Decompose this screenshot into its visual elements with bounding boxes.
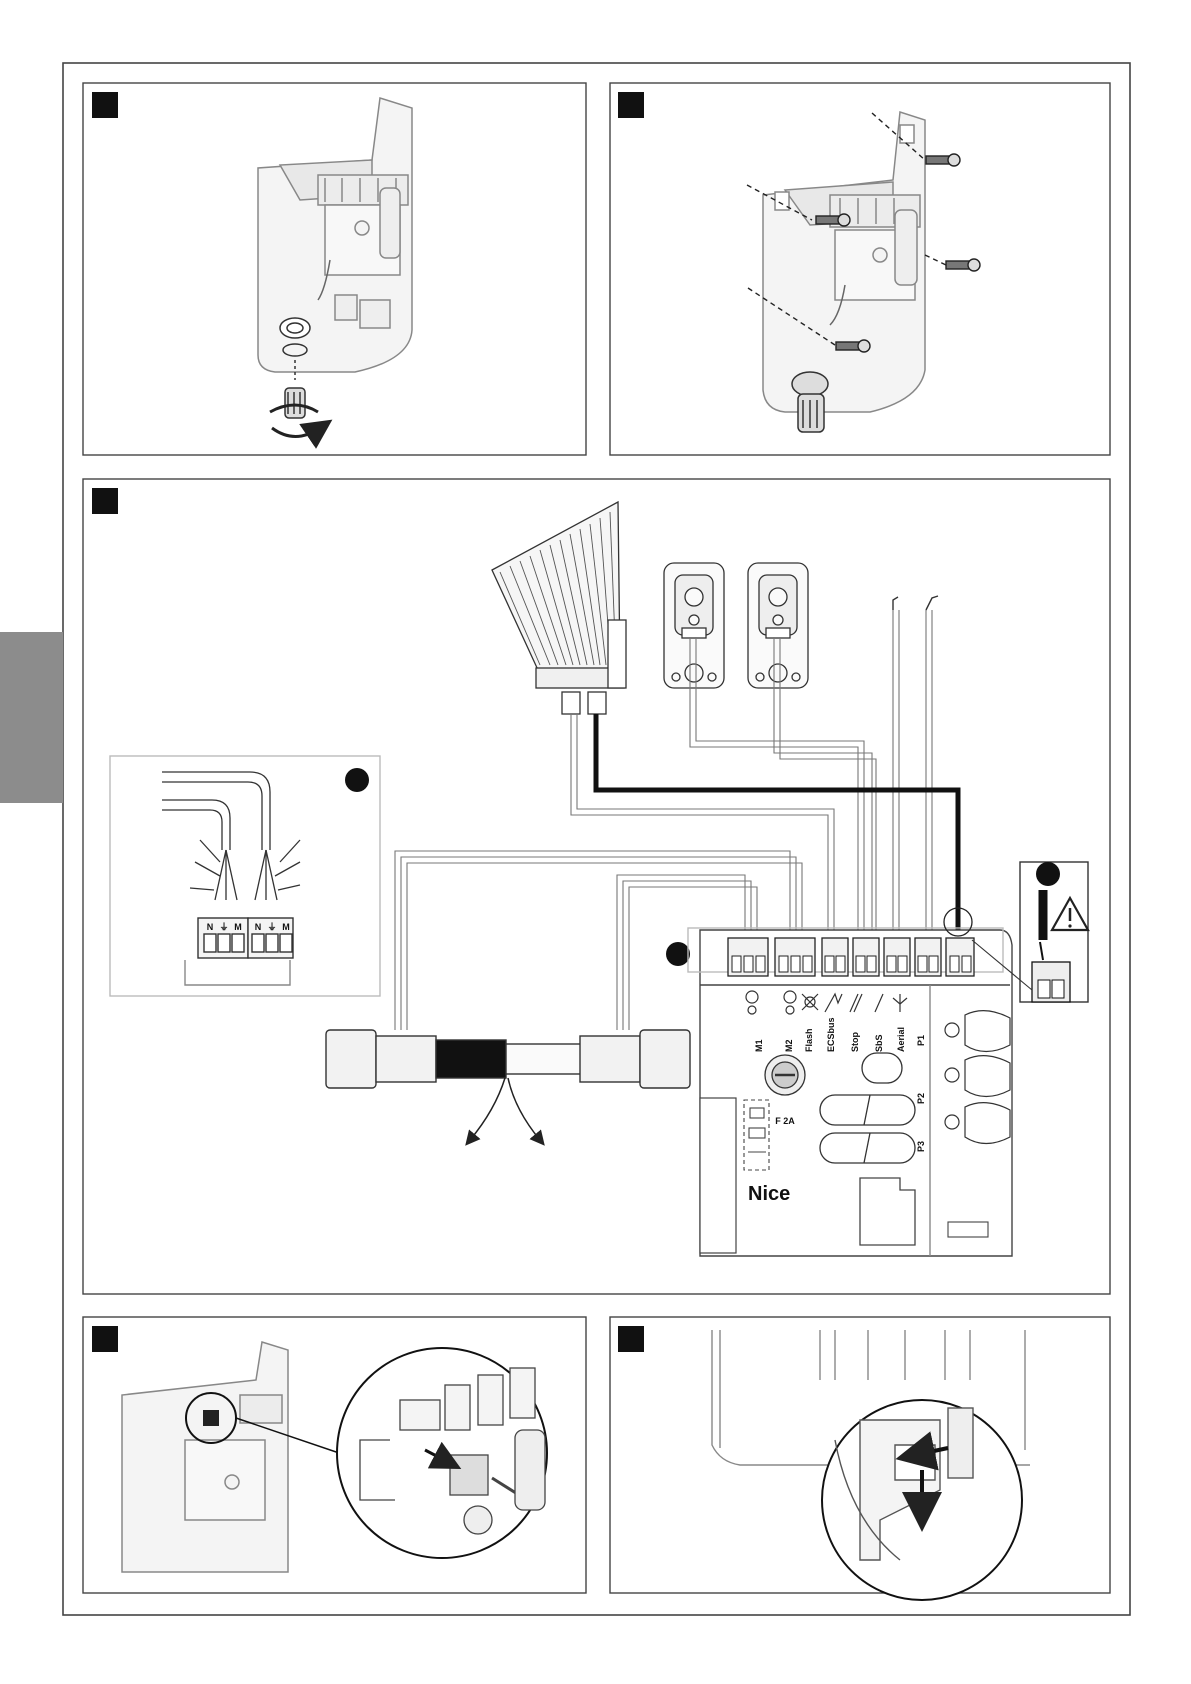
panel-3-marker xyxy=(92,488,118,514)
motor-left xyxy=(326,1030,506,1088)
page-border xyxy=(63,63,1130,1615)
inset-mark: N xyxy=(207,922,214,932)
button-label-p2: P2 xyxy=(916,1093,926,1104)
panel-4-marker xyxy=(92,1326,118,1352)
aerial-coax-cable xyxy=(596,714,958,930)
fuse-label: F 2A xyxy=(775,1116,795,1126)
inset-mark: N xyxy=(255,922,262,932)
terminal-label-sbs: SbS xyxy=(874,1034,884,1052)
side-tab xyxy=(0,632,63,803)
terminal-label-m2: M2 xyxy=(784,1039,794,1052)
flash-light-icon xyxy=(802,994,818,1010)
control-unit-housing-panel-2 xyxy=(763,112,925,412)
flashing-light xyxy=(492,502,626,714)
inset-a-wires xyxy=(162,772,300,900)
inset-a-marker xyxy=(345,768,369,792)
panel-1-marker xyxy=(92,92,118,118)
panel-5-marker xyxy=(618,1326,644,1352)
panel-2-marker xyxy=(618,92,644,118)
button-label-p1: P1 xyxy=(916,1035,926,1046)
photocell-2 xyxy=(748,563,808,688)
terminal-label-m1: M1 xyxy=(754,1039,764,1052)
motor-right xyxy=(506,1030,690,1088)
control-unit-housing-panel-4 xyxy=(122,1342,288,1572)
brand-logo: Nice xyxy=(748,1183,790,1205)
rotate-arrow-icon xyxy=(272,428,320,437)
terminal-label-stop: Stop xyxy=(850,1032,860,1052)
inset-a-frame xyxy=(110,756,380,996)
inset-mark: M xyxy=(234,922,242,932)
cable-gland-panel-2 xyxy=(792,372,828,432)
terminal-label-aerial: Aerial xyxy=(896,1027,906,1052)
fuse-icon xyxy=(765,1055,805,1095)
inset-mark: ⏚ xyxy=(267,922,276,932)
board-socket-left xyxy=(700,1098,736,1253)
board-right-clips xyxy=(945,1011,1010,1144)
terminal-label-ecsbus: ECSbus xyxy=(826,1017,836,1052)
terminal-label-flash: Flash xyxy=(804,1028,814,1052)
button-label-p3: P3 xyxy=(916,1141,926,1152)
switch-symbols xyxy=(893,596,938,610)
inset-b-marker xyxy=(1036,862,1060,886)
inset-mark: M xyxy=(282,922,290,932)
button-p1 xyxy=(862,1053,902,1083)
warning-icon xyxy=(1052,898,1088,930)
split-arrows xyxy=(470,1078,540,1140)
photocell-1 xyxy=(664,563,724,688)
inset-mark: ⏚ xyxy=(219,922,228,932)
connector-small xyxy=(203,1410,219,1426)
board-marker xyxy=(666,942,690,966)
